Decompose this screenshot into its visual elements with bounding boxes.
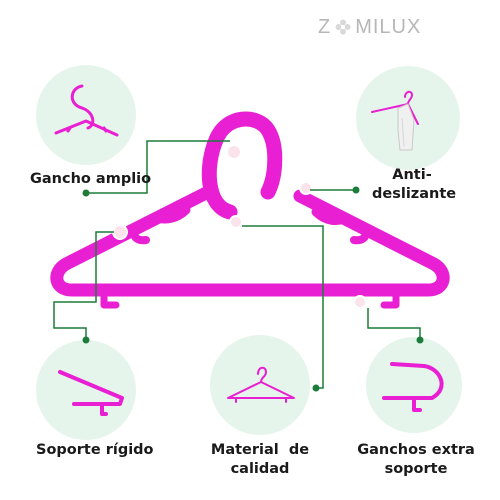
brand-name-left: Z <box>318 15 332 38</box>
connector-dots <box>82 186 424 392</box>
quality-hanger-icon <box>227 366 295 403</box>
feature-circle-material <box>210 335 310 435</box>
feature-circle-soporte-rigido <box>36 340 136 440</box>
main-hanger <box>50 111 450 309</box>
label-soporte-rigido: Soporte rígido <box>36 442 154 458</box>
label-antideslizante: Anti- deslizante <box>372 167 457 202</box>
label-ganchos-extra: Ganchos extra soporte <box>357 442 475 477</box>
rigid-support-icon <box>58 370 124 416</box>
extra-support-hook-icon <box>382 362 444 412</box>
wide-hook-icon <box>54 84 119 137</box>
label-material-calidad: Material de calidad <box>210 442 310 477</box>
connector-lines <box>53 140 421 389</box>
flower-icon <box>335 19 351 35</box>
brand-name-right: MILUX <box>355 15 422 38</box>
feature-circle-gancho-amplio <box>36 65 136 165</box>
brand-logo: Z MILUX <box>318 14 438 40</box>
hanger-cloth-icon <box>371 90 419 151</box>
feature-circle-ganchos-extra <box>366 337 462 433</box>
label-gancho-amplio: Gancho amplio <box>30 171 152 187</box>
